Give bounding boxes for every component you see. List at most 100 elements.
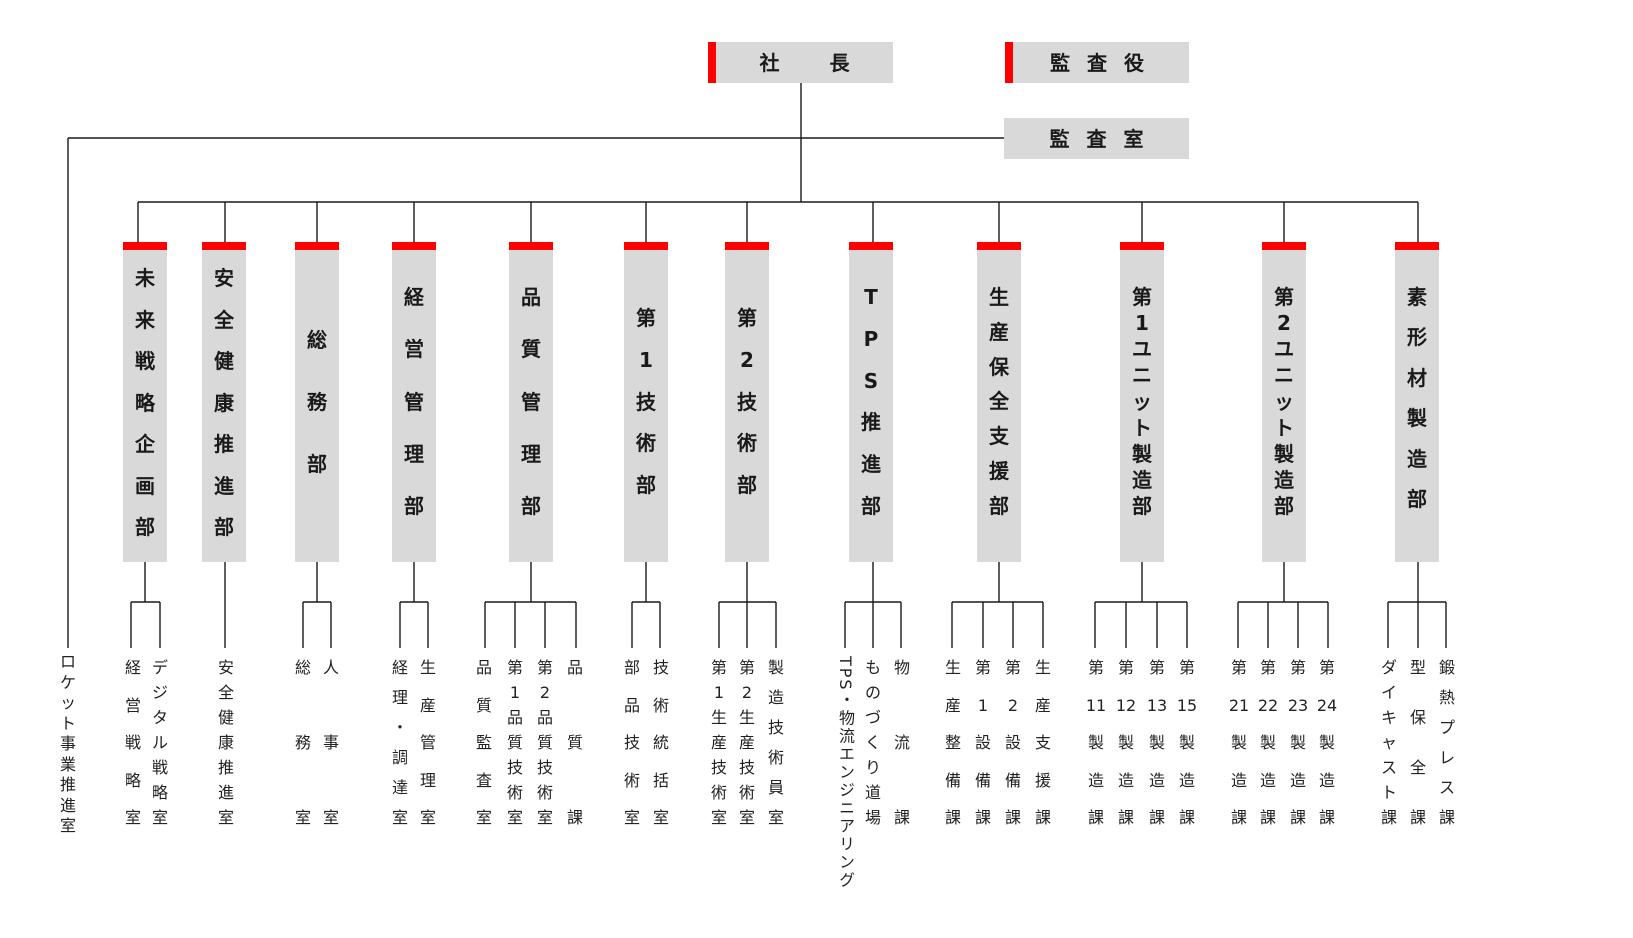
- label-char: 造: [1087, 770, 1104, 790]
- label-char: 第: [738, 658, 755, 677]
- label-char: 支: [1034, 733, 1051, 752]
- label-char: 進: [861, 452, 881, 477]
- label-char: 事: [59, 734, 76, 753]
- audit-office-title: 監査室: [1049, 126, 1161, 151]
- department-body: 品質管理部: [509, 250, 553, 562]
- label-char: ニ: [1132, 363, 1152, 388]
- auditor-accent-bar: [1005, 42, 1013, 83]
- label-char: 営: [124, 695, 141, 715]
- label-char: プ: [1438, 718, 1455, 737]
- label-char: 質: [536, 733, 553, 752]
- label-char: 課: [893, 808, 910, 827]
- label-char: 製: [1407, 406, 1427, 431]
- unit-name: 総務室: [291, 658, 315, 828]
- label-char: 備: [1004, 770, 1021, 790]
- label-char: 業: [59, 754, 76, 774]
- label-char: 部: [404, 494, 424, 518]
- unit-name: 生産支援課: [1031, 658, 1055, 828]
- unit-name: 技術統括室: [649, 658, 673, 828]
- label-char: 技: [506, 758, 523, 777]
- label-char: 第: [1274, 285, 1294, 309]
- label-char: 12: [1115, 695, 1137, 715]
- label-char: 康: [217, 733, 234, 752]
- department-box: 総務部: [295, 242, 339, 562]
- connector-departments-bus: [137, 201, 1419, 242]
- department-body: 素形材製造部: [1395, 250, 1439, 562]
- label-char: 課: [1230, 808, 1247, 827]
- label-char: 産: [1034, 695, 1051, 715]
- label-char: 造: [767, 688, 784, 707]
- label-char: ケ: [59, 672, 76, 692]
- label-char: 第: [710, 658, 727, 677]
- label-char: 2: [741, 683, 753, 702]
- label-char: 術: [506, 783, 523, 802]
- department-name: 品質管理部: [509, 285, 553, 518]
- label-char: 術: [710, 783, 727, 802]
- label-char: 推: [59, 775, 76, 794]
- label-char: 来: [135, 307, 155, 332]
- label-char: 23: [1287, 695, 1309, 715]
- label-char: 室: [59, 816, 76, 835]
- label-char: 室: [738, 808, 755, 827]
- label-char: 材: [1407, 365, 1427, 390]
- label-char: 設: [974, 733, 991, 752]
- label-char: 部: [521, 494, 541, 518]
- unit-name: ダイキャスト課: [1377, 658, 1401, 828]
- label-char: 技: [652, 658, 669, 677]
- unit-name: 品質監査室: [472, 658, 496, 828]
- label-char: 生: [710, 708, 727, 727]
- unit-name: 生産整備課: [941, 658, 965, 828]
- label-char: 生: [1034, 658, 1051, 677]
- label-char: 課: [566, 808, 583, 827]
- label-char: ユ: [1132, 337, 1152, 362]
- unit-name: デジタル戦略室: [148, 658, 172, 828]
- label-char: 術: [536, 783, 553, 802]
- label-char: 第: [1087, 658, 1104, 677]
- label-char: 室: [767, 808, 784, 827]
- label-char: づ: [864, 708, 881, 727]
- label-char: 課: [1087, 808, 1104, 827]
- label-char: 部: [135, 515, 155, 539]
- label-char: 理: [391, 688, 408, 707]
- label-char: 査: [475, 770, 492, 790]
- label-char: 員: [767, 778, 784, 797]
- label-char: ッ: [1132, 389, 1152, 414]
- label-char: 第: [636, 306, 656, 330]
- department-accent-bar: [123, 242, 167, 250]
- label-char: 2: [539, 683, 551, 702]
- label-char: ニ: [1274, 363, 1294, 388]
- label-char: 部: [989, 493, 1009, 518]
- department-name: 未来戦略企画部: [123, 266, 167, 539]
- label-char: 戦: [124, 733, 141, 752]
- label-char: 支: [989, 424, 1009, 449]
- label-char: 戦: [151, 758, 168, 777]
- label-char: 技: [767, 718, 784, 737]
- label-char: 課: [1148, 808, 1165, 827]
- label-char: 室: [217, 808, 234, 827]
- label-char: 製: [1259, 733, 1276, 752]
- label-char: 製: [1087, 733, 1104, 752]
- connector-dept-7-units: [718, 562, 777, 648]
- label-char: 産: [710, 733, 727, 752]
- label-char: 援: [1034, 770, 1051, 790]
- label-char: レ: [1438, 748, 1455, 767]
- label-char: 質: [566, 733, 583, 752]
- label-char: 造: [1289, 770, 1306, 790]
- label-char: 経: [391, 658, 408, 677]
- unit-name: 型保全課: [1406, 658, 1430, 828]
- department-name: 総務部: [295, 328, 339, 476]
- department-name: 安全健康推進部: [202, 266, 246, 539]
- label-char: 第: [737, 306, 757, 330]
- label-char: 課: [1438, 808, 1455, 827]
- label-char: 造: [1318, 770, 1335, 790]
- label-char: 生: [419, 658, 436, 677]
- unit-name: 人事室: [319, 658, 343, 828]
